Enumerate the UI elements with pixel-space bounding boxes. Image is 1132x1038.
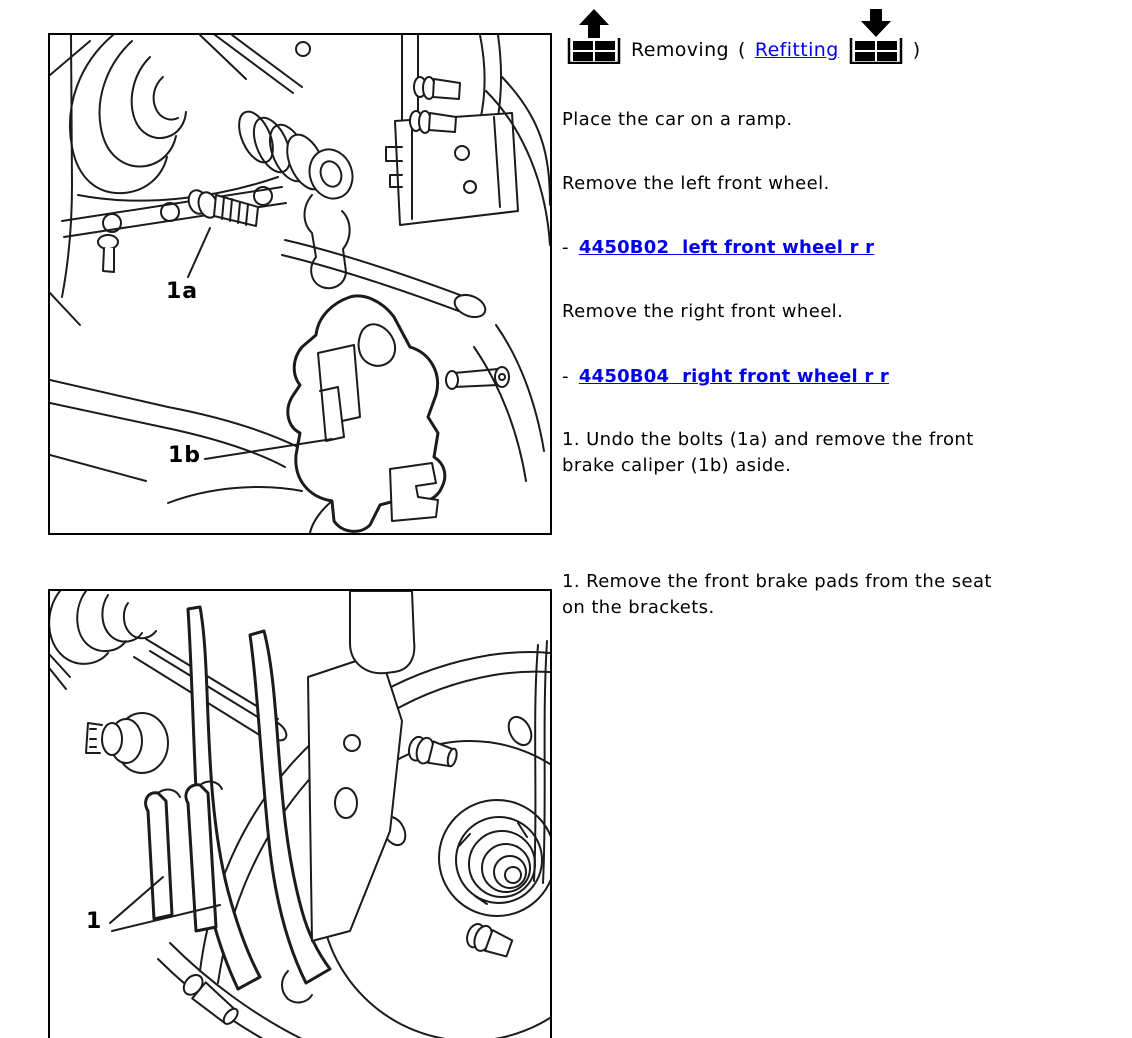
refitting-link[interactable]: Refitting bbox=[754, 39, 839, 61]
removing-label: Removing bbox=[631, 39, 729, 61]
figure-label-1b: 1b bbox=[168, 443, 202, 468]
step-remove-right-front-wheel: Remove the right front wheel. bbox=[562, 301, 844, 322]
dash: - bbox=[562, 366, 569, 387]
step-remove-brake-pads: 1. Remove the front brake pads from the … bbox=[562, 571, 992, 618]
step-place-car-on-ramp: Place the car on a ramp. bbox=[562, 109, 793, 130]
figure-label-1a: 1a bbox=[166, 279, 199, 304]
removing-bricks-up-icon bbox=[566, 8, 622, 65]
link-row-left-front-wheel: -4450B02 left front wheel r r bbox=[562, 235, 1107, 261]
dash: - bbox=[562, 237, 569, 258]
close-paren: ) bbox=[912, 39, 921, 61]
figure-label-1: 1 bbox=[86, 909, 103, 934]
step-undo-bolts-remove-caliper: 1. Undo the bolts (1a) and remove the fr… bbox=[562, 429, 974, 476]
link-row-right-front-wheel: -4450B04 right front wheel r r bbox=[562, 364, 1107, 390]
open-paren: ( bbox=[738, 39, 746, 61]
procedure-link-4450B02[interactable]: 4450B02 left front wheel r r bbox=[578, 237, 875, 258]
refitting-bricks-down-icon bbox=[848, 8, 904, 65]
procedure-link-4450B04[interactable]: 4450B04 right front wheel r r bbox=[578, 366, 889, 387]
figure-brake-caliper: 1a 1b bbox=[48, 33, 552, 535]
brake-caliper-diagram bbox=[50, 35, 550, 533]
step-remove-left-front-wheel: Remove the left front wheel. bbox=[562, 173, 830, 194]
procedure-header: Removing ( Refitting ) bbox=[566, 6, 921, 65]
brake-pads-diagram bbox=[50, 591, 550, 1038]
figure-brake-pads: 1 bbox=[48, 589, 552, 1038]
